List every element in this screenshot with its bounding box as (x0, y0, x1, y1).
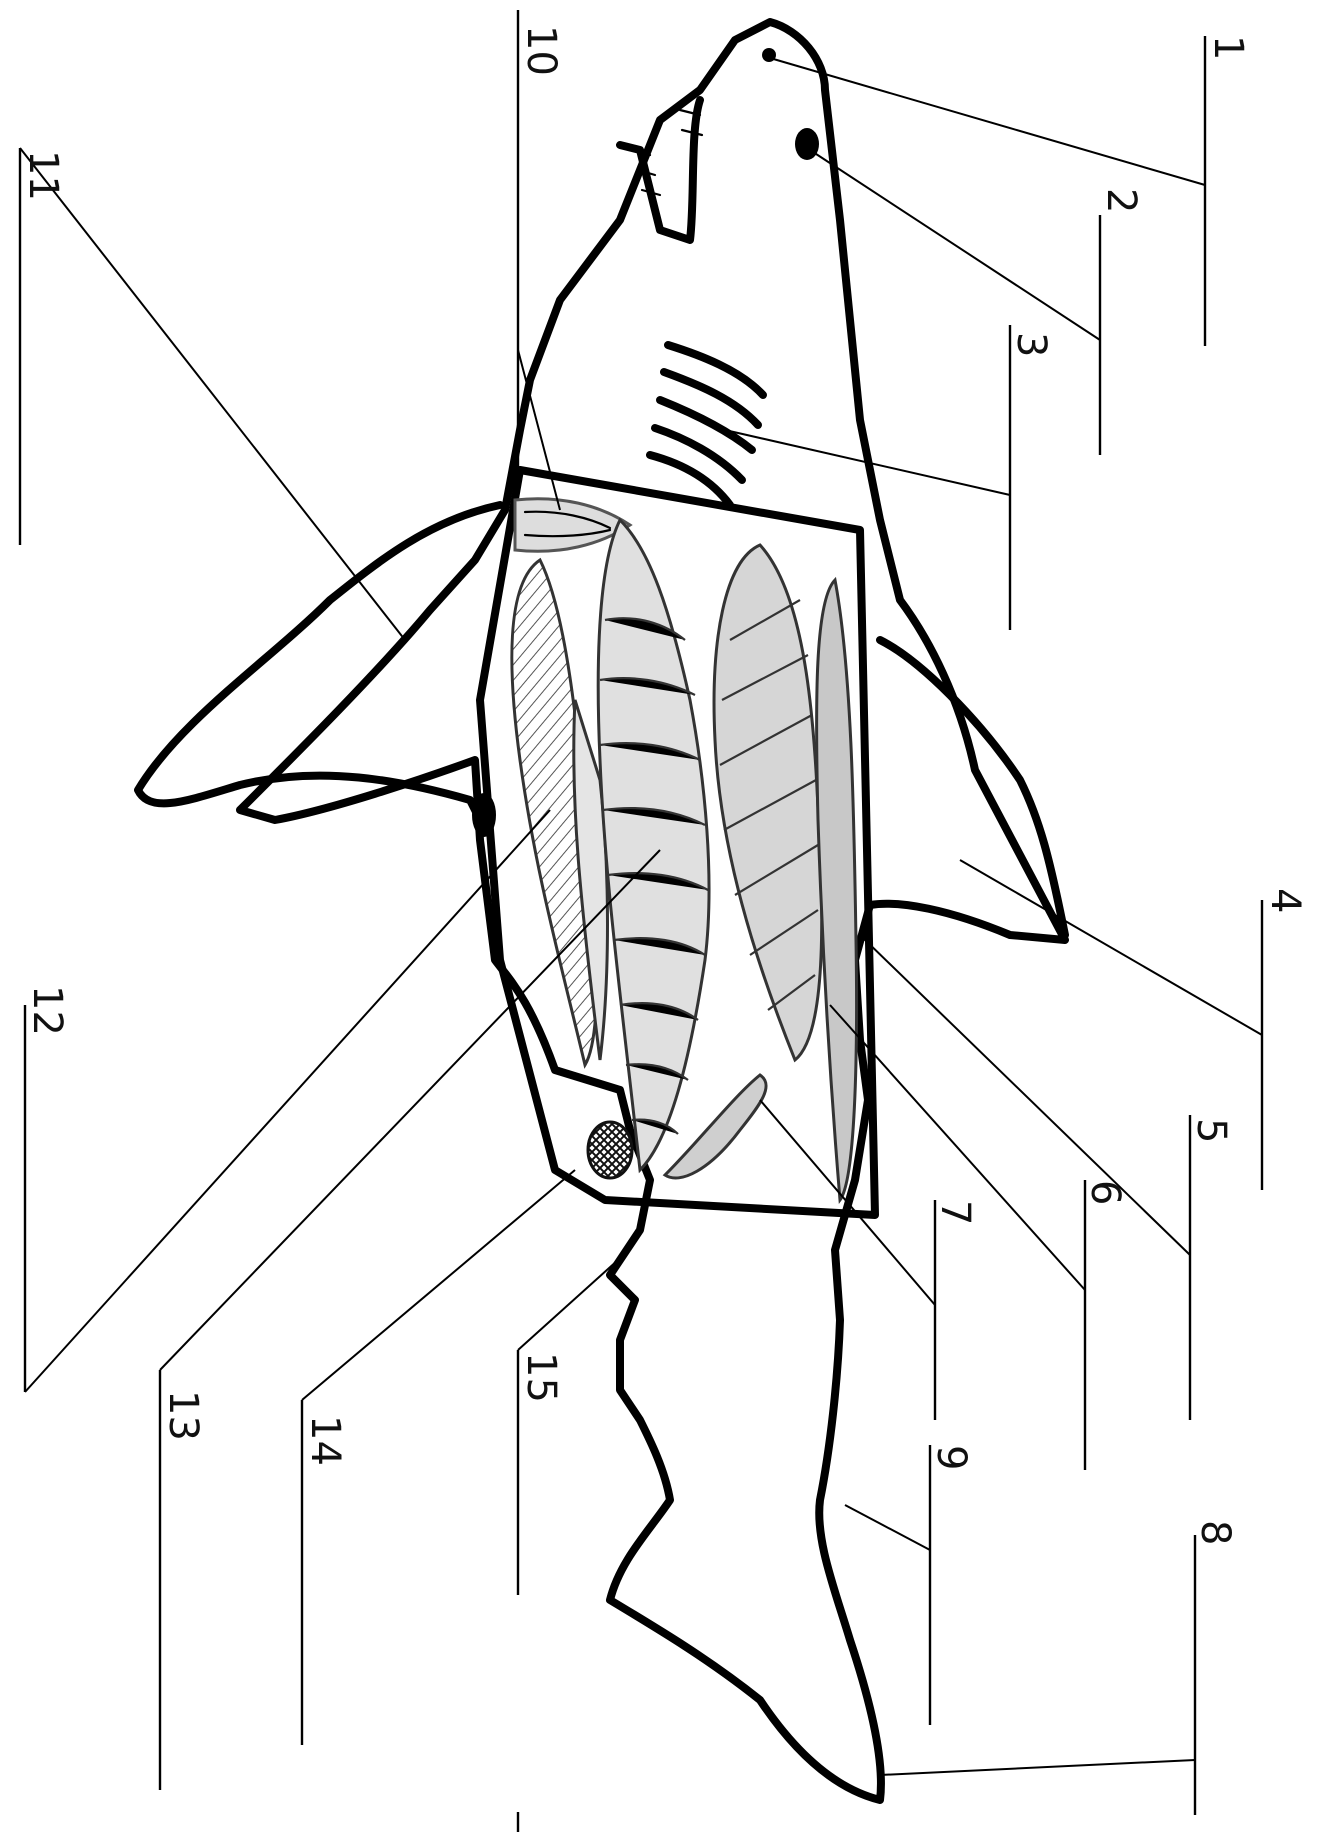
label-number-15: 15 (518, 1352, 564, 1403)
leader-2 (810, 150, 1100, 340)
label-number-10: 10 (518, 25, 564, 76)
label-number-8: 8 (1192, 1520, 1238, 1545)
cloaca-organ (588, 1122, 632, 1178)
label-number-12: 12 (24, 985, 70, 1036)
label-number-11: 11 (20, 150, 66, 201)
eye (795, 128, 819, 160)
leader-12 (25, 810, 550, 1392)
label-number-2: 2 (1098, 188, 1144, 213)
leader-6 (830, 1005, 1085, 1290)
leader-9 (845, 1505, 930, 1550)
label-number-7: 7 (932, 1200, 978, 1225)
label-number-3: 3 (1008, 332, 1054, 357)
leader-11 (20, 148, 405, 640)
leader-8 (880, 1760, 1195, 1775)
leader-15 (518, 1260, 618, 1350)
label-number-13: 13 (160, 1390, 206, 1441)
label-number-6: 6 (1082, 1180, 1128, 1205)
label-number-5: 5 (1188, 1118, 1234, 1143)
gill-slits (650, 345, 763, 505)
fin-base-bump (472, 793, 496, 837)
label-number-1: 1 (1205, 35, 1251, 60)
label-number-14: 14 (302, 1415, 348, 1466)
label-number-4: 4 (1262, 888, 1308, 913)
label-number-9: 9 (928, 1445, 974, 1470)
leader-4 (960, 860, 1262, 1035)
spleen (665, 1075, 766, 1178)
kidney (817, 580, 857, 1200)
leader-10 (518, 350, 560, 510)
leader-13 (160, 850, 660, 1370)
